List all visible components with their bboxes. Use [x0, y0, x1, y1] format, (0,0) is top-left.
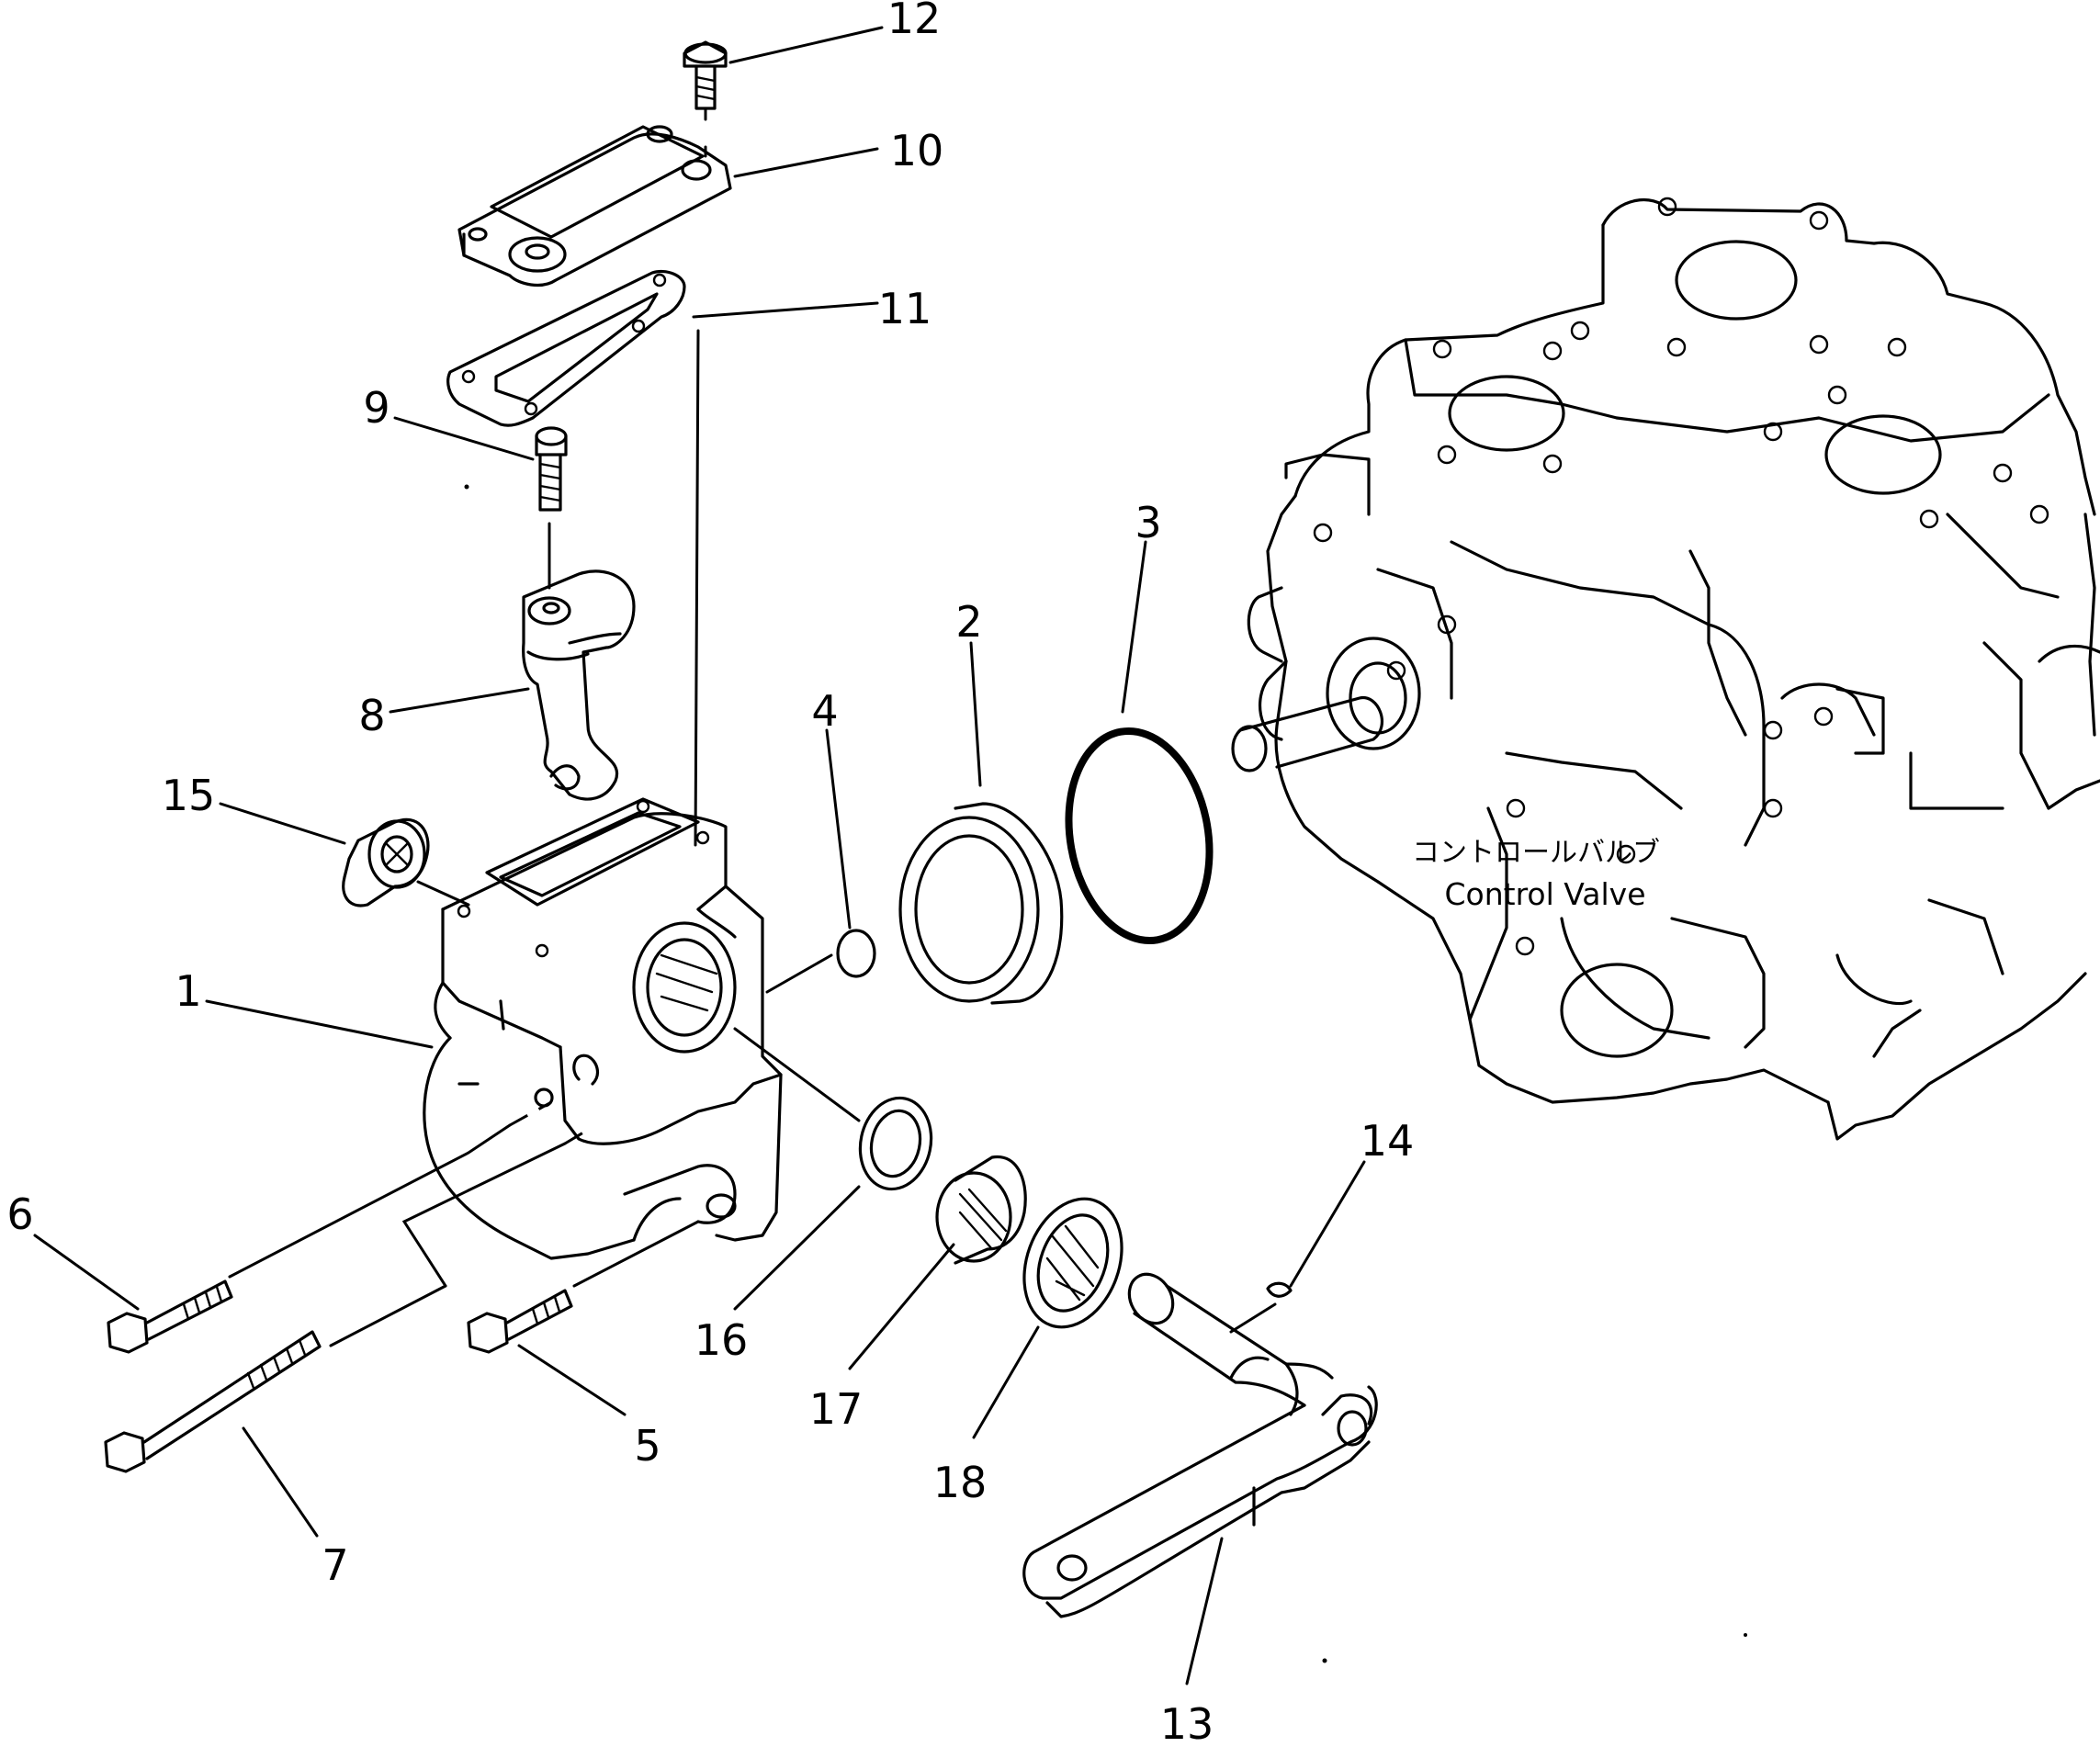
callout-leaders	[33, 26, 1366, 1685]
control-valve-body	[1231, 197, 2100, 1141]
callout-3: 3	[1135, 498, 1161, 547]
print-specks	[464, 484, 1747, 1663]
callout-5: 5	[634, 1421, 660, 1471]
part-12-bolt	[683, 40, 728, 110]
assembly-axis-lines	[228, 107, 1277, 1347]
part-15-seal	[342, 817, 430, 907]
part-16-washer	[858, 1096, 933, 1191]
callout-16: 16	[694, 1315, 749, 1365]
callout-18: 18	[933, 1458, 988, 1507]
callout-10: 10	[890, 126, 944, 175]
part-14-pin	[1266, 1281, 1293, 1298]
part-8-lever	[522, 569, 636, 801]
callout-14: 14	[1360, 1116, 1415, 1166]
callout-12: 12	[887, 0, 942, 43]
part-7-bolt	[104, 1330, 322, 1473]
callout-numbers: 12 10 11 9 8 15 1 3 2 4 6 7 5 16 17 18 1…	[6, 0, 1414, 1747]
callout-9: 9	[363, 383, 390, 433]
part-11-gasket	[446, 269, 686, 427]
callout-17: 17	[809, 1384, 864, 1434]
part-6-bolt	[107, 1279, 233, 1354]
callout-11: 11	[878, 284, 932, 333]
callout-15: 15	[162, 771, 216, 820]
part-5-bolt	[467, 1289, 573, 1354]
callout-8: 8	[358, 691, 385, 740]
part-10-cover	[457, 125, 732, 287]
callout-1: 1	[175, 966, 201, 1016]
part-9-bolt	[535, 426, 568, 512]
control-valve-label-en: Control Valve	[1444, 876, 1645, 912]
part-3-o-ring	[1065, 727, 1214, 944]
part-18-seal	[1022, 1197, 1123, 1329]
part-17-bushing	[935, 1155, 1027, 1265]
callout-2: 2	[955, 597, 982, 647]
part-1-housing	[423, 797, 783, 1260]
callout-4: 4	[811, 686, 838, 736]
part-2-collar	[898, 802, 1064, 1005]
callout-7: 7	[322, 1540, 348, 1590]
callout-13: 13	[1160, 1699, 1214, 1747]
callout-6: 6	[6, 1189, 33, 1239]
part-13-shaft-arm	[1022, 1272, 1378, 1618]
control-valve-label-jp: コントロールバルブ	[1412, 837, 1660, 869]
part-4-o-ring	[836, 929, 876, 978]
